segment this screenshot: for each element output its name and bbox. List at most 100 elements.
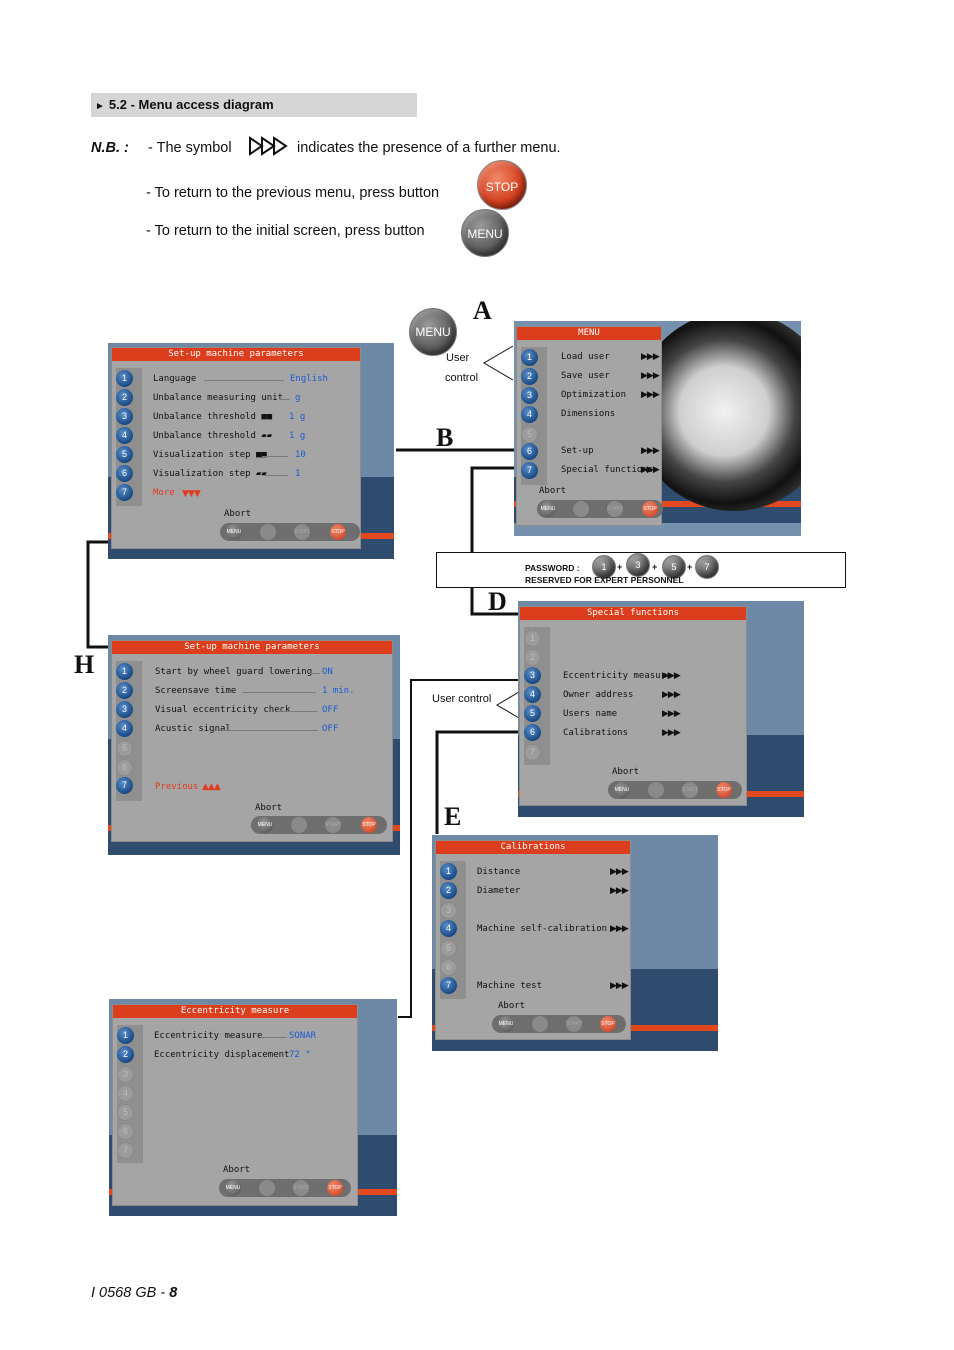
password-box: PASSWORD : 1 + 3 + 5 + 7 RESERVED FOR EX… [436,552,846,588]
bar-stop-button: STOP [361,817,377,833]
param-value: g [295,393,301,403]
password-label: PASSWORD : [525,563,580,573]
submenu-arrows: ▶▶▶ [641,390,660,400]
function-item: Users name [563,709,618,719]
reserved-text: RESERVED FOR EXPERT PERSONNEL [525,575,684,585]
footer-sep: - [156,1285,170,1301]
screen-title: Set-up machine parameters [112,348,360,361]
screen-title: Eccentricity measure [113,1005,357,1018]
bar-start-button: START [607,501,623,517]
num-1: 1 [117,1027,134,1044]
section-title: 5.2 - Menu access diagram [108,97,274,112]
doc-code: I 0568 GB [91,1285,157,1301]
calibration-item: Machine self-calibration [477,924,608,934]
previous-arrows: ▲▲▲ [202,782,221,792]
button-bar: MENU START STOP [608,781,742,799]
num-2: 2 [117,1046,134,1063]
nb-label: N.B. : [91,140,129,156]
user-control-label-1: User [446,352,470,364]
menu-item: Dimensions [561,409,616,419]
menu-item: Special functions [561,465,654,475]
bar-stop-button: STOP [327,1180,343,1196]
num-5: 5 [116,446,133,463]
stop-button: STOP [477,160,527,210]
submenu-arrows: ▶▶▶ [662,671,681,681]
footer: I 0568 GB - 8 [91,1285,177,1301]
submenu-arrows: ▶▶▶ [610,886,629,896]
param-item: Language [153,374,197,384]
num-3: 3 [524,667,541,684]
label-h: H [74,650,95,679]
menu-item: Load user [561,352,610,362]
num-6: 6 [521,443,538,460]
num-3: 3 [521,387,538,404]
submenu-arrows: ▶▶▶ [662,690,681,700]
param-value: 72 ° [289,1050,311,1060]
param-value: English [290,374,328,384]
bar-stop-button: STOP [716,782,732,798]
param-item: Visualization step ▰▰ [153,469,267,479]
num-7: 7 [521,462,538,479]
label-a: A [473,296,492,325]
num-7: 7 [117,1142,134,1159]
num-6: 6 [116,465,133,482]
bar-button [259,1180,275,1196]
submenu-arrows: ▶▶▶ [641,446,660,456]
user-control-label-2: control [445,372,479,384]
bar-menu-button: MENU [614,782,630,798]
param-value: OFF [322,705,339,715]
bar-menu-button: MENU [225,1180,241,1196]
num-6: 6 [440,959,457,976]
screen-title: Set-up machine parameters [112,641,392,654]
abort-label: Abort [224,509,252,519]
num-3: 3 [117,1066,134,1083]
button-bar: MENU START STOP [220,523,360,541]
screen-eccentricity: Eccentricity measure 1 2 3 4 5 6 7 Eccen… [109,999,397,1216]
abort-label: Abort [539,486,567,496]
num-5: 5 [524,705,541,722]
bar-stop-button: STOP [330,524,346,540]
nb-line1-suffix: indicates the presence of a further menu… [297,140,561,156]
param-item: Screensave time [155,686,237,696]
button-bar: MENU START STOP [219,1179,351,1197]
triangle-icon: ► [95,101,105,112]
screen-calibrations: Calibrations 1 2 3 4 5 6 7 Distance Diam… [432,835,718,1051]
plus-1: + [617,562,623,572]
abort-label: Abort [223,1165,251,1175]
num-7: 7 [116,777,133,794]
key-3: 3 [626,553,650,577]
function-item: Eccentricity measure [563,671,672,681]
param-value: 1 g [289,431,306,441]
bar-start-button: START [294,524,310,540]
abort-label: Abort [255,803,283,813]
calibration-item: Machine test [477,981,543,991]
num-6: 6 [524,724,541,741]
submenu-arrows: ▶▶▶ [641,465,660,475]
num-1: 1 [116,370,133,387]
num-7: 7 [524,744,541,761]
submenu-arrows: ▶▶▶ [610,981,629,991]
bar-start-button: START [566,1016,582,1032]
bar-button [532,1016,548,1032]
nb-line3: - To return to the initial screen, press… [146,223,425,239]
bar-menu-button: MENU [540,501,556,517]
plus-2: + [652,562,658,572]
param-value: ON [322,667,333,677]
bar-menu-button: MENU [498,1016,514,1032]
num-3: 3 [440,902,457,919]
submenu-arrows: ▶▶▶ [662,709,681,719]
page-number: 8 [169,1285,178,1301]
param-item: Start by wheel guard lowering [155,667,313,677]
screen-setup-1: Set-up machine parameters 1 2 3 4 5 6 7 … [108,343,394,559]
bar-menu-button: MENU [226,524,242,540]
menu-item: Optimization [561,390,627,400]
num-2: 2 [116,389,133,406]
key-7: 7 [695,555,719,579]
num-5: 5 [117,1104,134,1121]
more-arrows: ▼▼▼ [182,489,201,499]
num-3: 3 [116,408,133,425]
num-4: 4 [117,1085,134,1102]
num-5: 5 [440,940,457,957]
submenu-arrows: ▶▶▶ [641,371,660,381]
key-5: 5 [662,555,686,579]
